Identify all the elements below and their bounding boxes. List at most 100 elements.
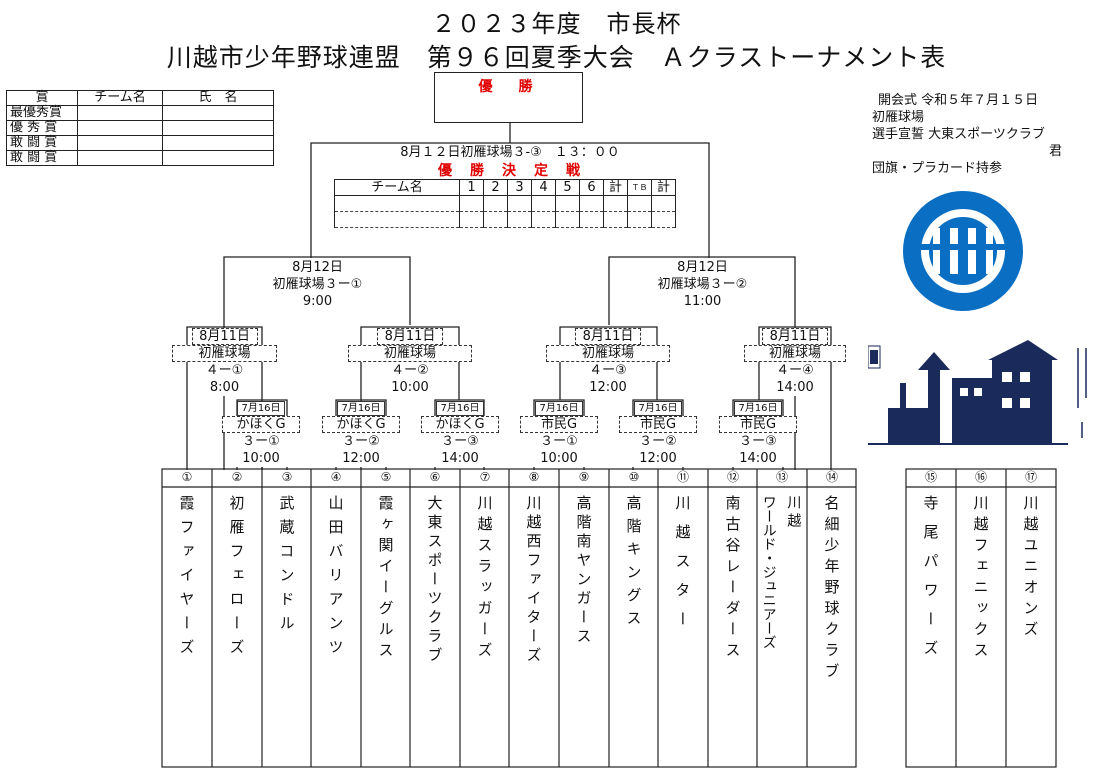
first-game: ３ー③	[731, 433, 785, 450]
team-number: ⑨	[578, 470, 590, 484]
team-name: 武蔵コンドル	[277, 495, 296, 639]
quarter-match-1: 8月11日 初雁球場 ４ー① 8:00	[172, 328, 277, 396]
quarter-match-4: 8月11日 初雁球場 ４ー④ 14:00	[744, 328, 846, 396]
team-name: 川越ユニオンズ	[1021, 495, 1040, 642]
first-date: 7月16日	[535, 401, 583, 416]
first-venue: 市民G	[719, 416, 797, 433]
awards-table: 賞 チーム名 氏 名 最優秀賞 優 秀 賞 敢 闘 賞 敢 闘 賞	[6, 90, 274, 166]
team-name-cell: 山田バリアンツ	[311, 487, 361, 767]
team-number: ②	[231, 470, 243, 484]
quarter-venue: 初雁球場	[348, 345, 472, 362]
team-number: ⑤	[380, 470, 392, 484]
score-header: チーム名	[334, 179, 460, 196]
first-match-3: 7月16日 かほくG ３ー③ 14:00	[421, 401, 499, 467]
team-name: 霞ファイヤーズ	[177, 495, 196, 663]
score-header: 3	[507, 179, 532, 196]
first-game: ３ー②	[631, 433, 685, 450]
first-venue: かほくG	[421, 416, 499, 433]
team-name-cell: 霞ファイヤーズ	[162, 487, 212, 767]
team-name: 南古谷レーダース	[723, 495, 742, 663]
team-name-cell: 高階南ヤンガース	[559, 487, 609, 767]
semi-match-right: 8月12日 初雁球場３ー② 11:00	[630, 259, 775, 310]
team-number: ⑬	[775, 470, 788, 484]
oath-team: 選手宣誓 大東スポーツクラブ	[872, 127, 1045, 142]
score-header: 4	[531, 179, 556, 196]
ceremony-info: 開会式 令和５年７月１５日 初雁球場 選手宣誓 大東スポーツクラブ 君 団旗・プ…	[872, 92, 1072, 177]
quarter-date: 8月11日	[762, 328, 828, 345]
semi-time: 11:00	[683, 294, 722, 309]
team-name: 高階南ヤンガース	[574, 495, 593, 647]
semi-date: 8月12日	[677, 260, 728, 275]
semi-date: 8月12日	[292, 260, 343, 275]
team-number: ⑥	[429, 470, 441, 484]
team-name-cell: 高階キングス	[609, 487, 659, 767]
team-name: 初雁フェローズ	[227, 495, 246, 663]
first-date: 7月16日	[237, 401, 285, 416]
first-venue: かほくG	[222, 416, 300, 433]
team-number: ⑮	[924, 470, 937, 484]
score-header: 1	[459, 179, 484, 196]
first-date: 7月16日	[436, 401, 484, 416]
score-header: 5	[555, 179, 580, 196]
quarter-venue: 初雁球場	[172, 345, 277, 362]
team-name-cell: 霞ヶ関イーグルス	[361, 487, 411, 767]
page-title-year: ２０２３年度 市長杯	[431, 10, 682, 38]
quarter-time: 8:00	[194, 379, 255, 396]
first-time: 14:00	[731, 450, 785, 467]
team-name-cell: 武蔵コンドル	[262, 487, 312, 767]
first-match-6: 7月16日 市民G ３ー③ 14:00	[719, 401, 797, 467]
team-number: ③	[281, 470, 293, 484]
award-name: 敢 闘 賞	[6, 150, 78, 166]
team-name-cell: 大東スポーツクラブ	[410, 487, 460, 767]
team-number: ④	[330, 470, 342, 484]
champion-label: 優 勝	[478, 79, 539, 95]
team-name: 大東スポーツクラブ	[425, 495, 444, 666]
team-name-cell: 川越西ファイターズ	[509, 487, 559, 767]
team-name-cell: 寺尾パワーズ	[906, 487, 956, 767]
quarter-match-2: 8月11日 初雁球場 ４ー② 10:00	[348, 328, 472, 396]
first-time: 14:00	[433, 450, 487, 467]
first-match-1: 7月16日 かほくG ３ー① 10:00	[222, 401, 300, 467]
final-score-table: チーム名 1 2 3 4 5 6 計 ＴＢ 計	[334, 179, 676, 228]
team-name: 川越西ファイターズ	[524, 495, 543, 666]
first-game: ３ー②	[334, 433, 388, 450]
team-number: ⑭	[825, 470, 838, 484]
team-number: ⑫	[726, 470, 739, 484]
quarter-time: 12:00	[578, 379, 638, 396]
quarter-time: 10:00	[380, 379, 440, 396]
first-venue: 市民G	[619, 416, 697, 433]
first-time: 12:00	[631, 450, 685, 467]
semi-time: 9:00	[302, 294, 333, 309]
semi-match-left: 8月12日 初雁球場３ー① 9:00	[245, 259, 390, 310]
first-match-5: 7月16日 市民G ３ー② 12:00	[619, 401, 697, 467]
score-header: 2	[483, 179, 508, 196]
award-name: 敢 闘 賞	[6, 135, 78, 151]
team-number: ①	[181, 470, 193, 484]
team-name: 山田バリアンツ	[326, 495, 345, 663]
team-name-cell: 名細少年野球クラブ	[807, 487, 857, 767]
semi-venue: 初雁球場３ー①	[272, 277, 363, 292]
team-name: 川越スター	[673, 495, 692, 640]
first-game: ３ー①	[234, 433, 288, 450]
team-name-cell: 初雁フェローズ	[212, 487, 262, 767]
team-number: ⑦	[479, 470, 491, 484]
team-name-cell: ワールド・ジュニアーズ 川越	[757, 487, 807, 767]
townscape-illustration	[868, 340, 1087, 445]
quarter-date: 8月11日	[191, 328, 258, 345]
quarter-date: 8月11日	[575, 328, 641, 345]
team-name-cell: 川越スラッガーズ	[460, 487, 510, 767]
final-label: 優 勝 決 定 戦	[438, 163, 582, 179]
team-name-prefix: 川越	[785, 495, 802, 531]
team-name: 霞ヶ関イーグルス	[376, 495, 395, 663]
quarter-game: ４ー④	[765, 362, 825, 379]
team-number: ⑯	[974, 470, 987, 484]
first-time: 10:00	[532, 450, 586, 467]
score-header: 6	[579, 179, 604, 196]
award-name: 最優秀賞	[6, 105, 78, 121]
team-name: 川越フェニックス	[971, 495, 990, 663]
first-venue: かほくG	[322, 416, 400, 433]
team-number: ⑩	[628, 470, 640, 484]
quarter-game: ４ー③	[578, 362, 638, 379]
quarter-game: ４ー①	[194, 362, 255, 379]
champion-box: 優 勝	[434, 72, 583, 123]
